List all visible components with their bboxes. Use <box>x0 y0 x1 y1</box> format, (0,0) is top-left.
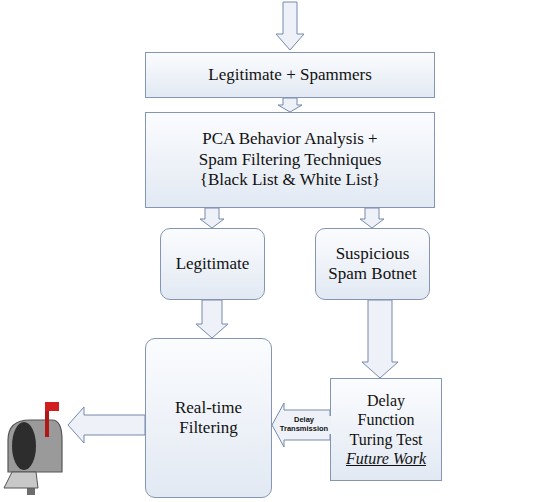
mailbox-door <box>4 472 38 488</box>
filtering-box: Real-time Filtering <box>145 338 272 498</box>
edge-label: Delay Transmission <box>277 416 331 433</box>
box-label: Legitimate <box>176 254 250 274</box>
box-label: Legitimate + Spammers <box>208 65 372 85</box>
entry-arrow <box>276 2 304 50</box>
analysis-box: PCA Behavior Analysis + Spam Filtering T… <box>145 112 435 208</box>
block-arrow <box>278 98 302 112</box>
delay-box: Delay Function Turing TestFuture Work <box>330 378 442 481</box>
block-arrow <box>362 300 398 378</box>
legitimate-box: Legitimate <box>160 228 265 300</box>
block-arrow <box>196 300 228 338</box>
box-label: Delay Function Turing Test <box>337 391 435 449</box>
block-arrow <box>272 403 330 447</box>
mailbox-flag <box>45 402 59 411</box>
mailbox-body <box>8 420 62 472</box>
box-note: Future Work <box>346 449 426 468</box>
box-label: PCA Behavior Analysis + Spam Filtering T… <box>183 129 398 190</box>
mailbox-icon <box>4 402 62 495</box>
input-box: Legitimate + Spammers <box>145 52 435 98</box>
suspicious-box: Suspicious Spam Botnet <box>315 228 430 300</box>
block-arrow <box>200 208 224 228</box>
box-label: Suspicious Spam Botnet <box>322 244 423 285</box>
box-label: Real-time Filtering <box>152 398 265 439</box>
block-arrow <box>360 208 384 228</box>
output-arrow <box>68 407 145 443</box>
mailbox-opening <box>12 422 36 470</box>
